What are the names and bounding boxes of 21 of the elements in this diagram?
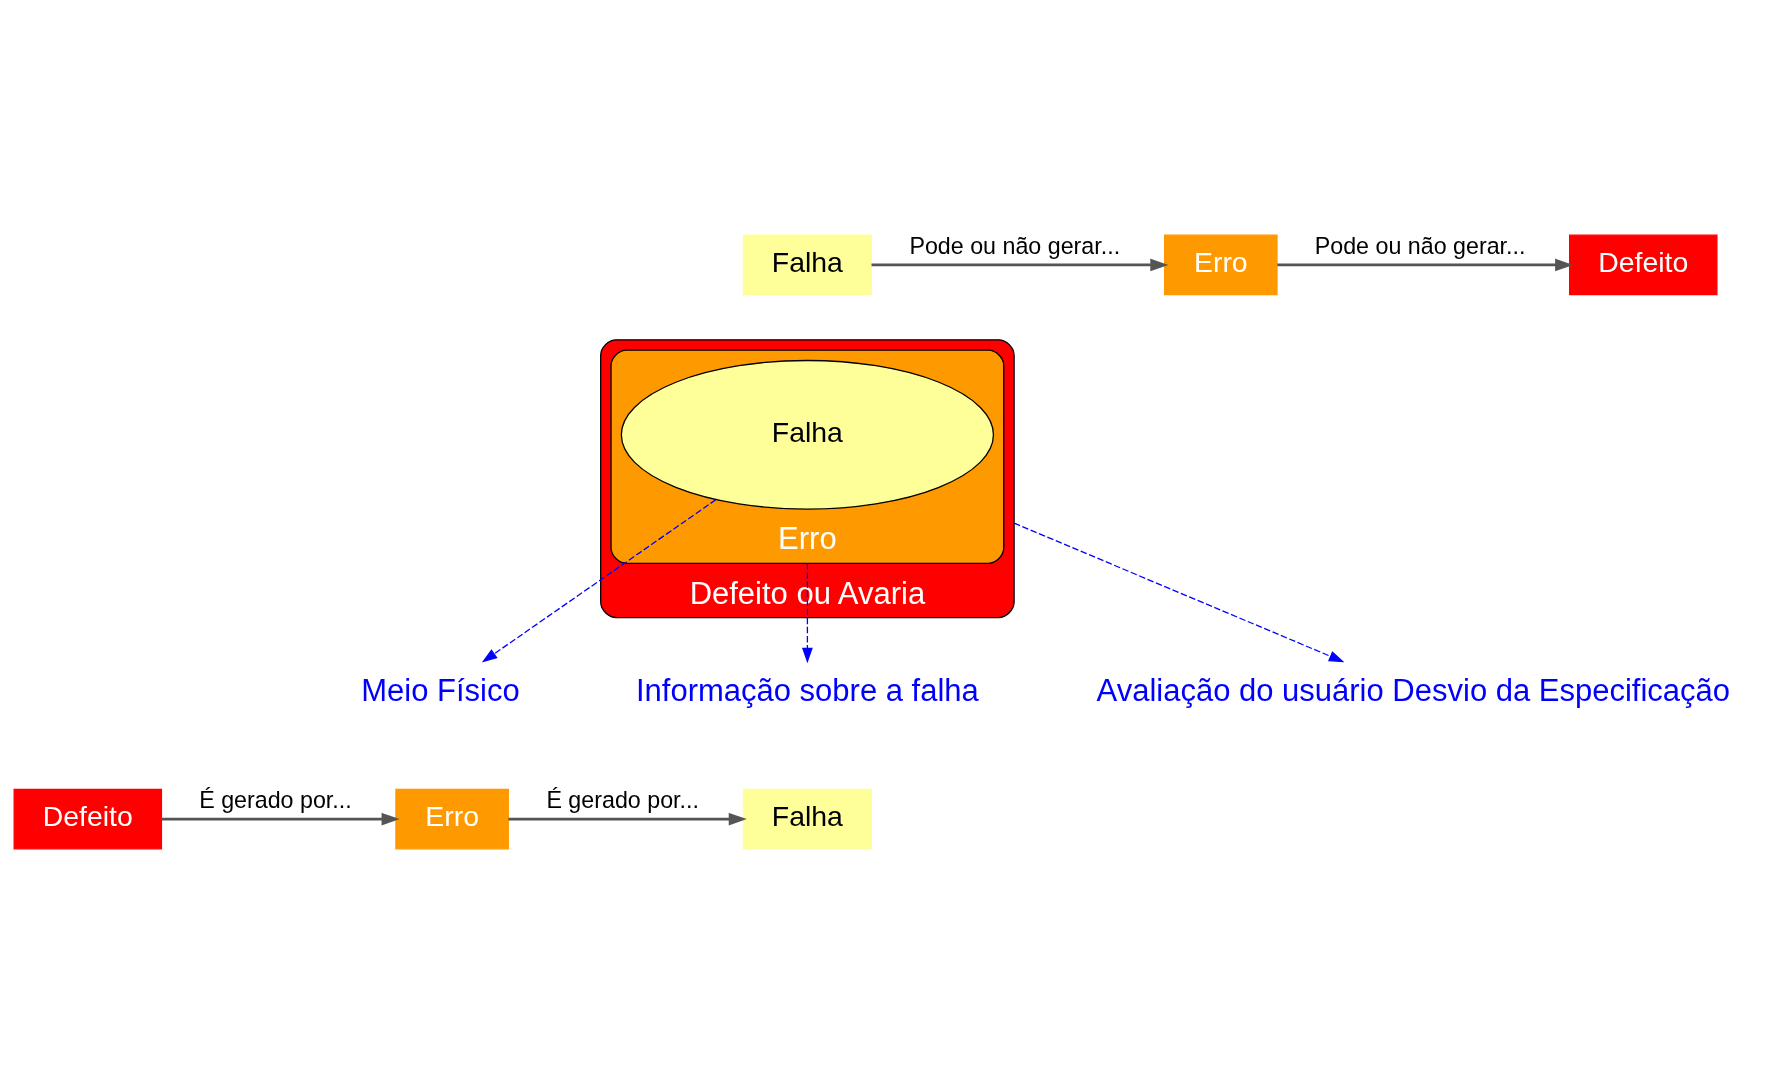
arrow — [481, 499, 717, 663]
node-box: Erro — [395, 788, 509, 850]
arrow — [801, 562, 813, 664]
arrow — [1277, 258, 1574, 272]
node-text: Avaliação do usuário Desvio da Especificação — [1096, 672, 1731, 708]
node-text: Meio Físico — [361, 672, 520, 708]
node-box: Falha — [742, 234, 872, 296]
arrow — [161, 812, 400, 826]
node-ellipse: Falha — [620, 359, 995, 510]
edge-label: Pode ou não gerar... — [1314, 232, 1526, 259]
node-box: Erro — [1163, 234, 1278, 296]
node-box: Falha — [742, 788, 872, 850]
arrow — [1013, 522, 1345, 663]
node-box: Defeito — [13, 788, 163, 850]
edge-label: É gerado por... — [199, 787, 352, 814]
node-box: Defeito — [1569, 234, 1718, 296]
edge-label: Pode ou não gerar... — [909, 232, 1121, 259]
arrow — [871, 258, 1169, 272]
arrow — [508, 812, 747, 826]
edge-label: É gerado por... — [546, 787, 699, 814]
node-text: Informação sobre a falha — [635, 672, 979, 708]
